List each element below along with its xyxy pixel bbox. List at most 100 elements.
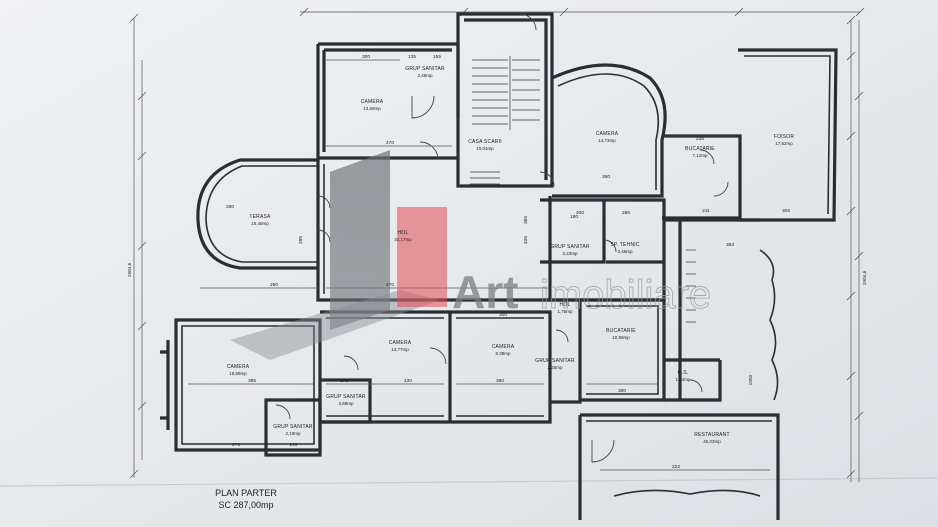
watermark-imobiliare-text: imobiliare <box>540 273 711 317</box>
room-hol-main: HOL 34,17mp <box>394 230 412 242</box>
watermark-red-block <box>397 207 447 307</box>
svg-text:155: 155 <box>433 54 441 60</box>
svg-text:10,01mp: 10,01mp <box>476 146 494 151</box>
svg-text:15,40mp: 15,40mp <box>251 221 269 226</box>
right-dimension-chain: 1904,6 <box>846 15 868 482</box>
watermark-logo: Art imobiliare <box>230 150 712 360</box>
plan-area-total: SC 287,00mp <box>218 500 273 510</box>
room-restaurant: RESTAURANT 46,03mp <box>694 432 730 444</box>
svg-text:180: 180 <box>570 214 578 220</box>
svg-text:GRUP SANITAR: GRUP SANITAR <box>273 424 313 430</box>
svg-text:405: 405 <box>523 236 529 244</box>
svg-text:211: 211 <box>702 208 710 214</box>
svg-text:305: 305 <box>782 208 790 214</box>
room-camera-small: CAMERA 8,38mp <box>492 344 515 356</box>
svg-text:300: 300 <box>499 312 507 318</box>
left-overall-dimension: 1904,6 <box>127 262 133 277</box>
svg-text:470: 470 <box>386 282 394 288</box>
room-foisor: FOISOR 17,62mp <box>774 134 795 146</box>
svg-text:300: 300 <box>618 388 626 394</box>
room-labels: CAMERA 13,69mp GRUP SANITAR 2,48mp CASA … <box>227 66 795 444</box>
svg-text:10,96mp: 10,96mp <box>612 335 630 340</box>
svg-text:200: 200 <box>576 210 584 216</box>
svg-text:250: 250 <box>270 282 278 288</box>
svg-text:3,68mp: 3,68mp <box>338 401 354 406</box>
room-terasa: TERASA 15,40mp <box>249 214 271 226</box>
svg-text:135: 135 <box>408 54 416 60</box>
right-overall-dimension: 1904,6 <box>862 270 868 285</box>
svg-text:GRUP SANITAR: GRUP SANITAR <box>535 358 575 364</box>
svg-text:SP. TEHNIC: SP. TEHNIC <box>610 242 640 248</box>
dimension-labels: 300 135 155 470 200 285 360 305 365 280 … <box>226 54 790 470</box>
room-casa-scarii: CASA SCARII 10,01mp <box>468 139 502 151</box>
svg-text:BUCATARIE: BUCATARIE <box>606 328 636 334</box>
plan-title: PLAN PARTER <box>215 488 277 498</box>
door-swings <box>275 13 729 463</box>
room-camera-left: CAMERA 18,69mp <box>227 364 250 376</box>
svg-text:285: 285 <box>622 210 630 216</box>
svg-text:17,62mp: 17,62mp <box>775 141 793 146</box>
svg-text:2,19mp: 2,19mp <box>285 431 301 436</box>
watermark-gray-shadow <box>230 290 440 360</box>
svg-text:295: 295 <box>298 236 304 244</box>
watermark-art-text: Art <box>452 266 518 318</box>
svg-text:CAMERA: CAMERA <box>389 340 412 346</box>
svg-text:3,23mp: 3,23mp <box>562 251 578 256</box>
room-bucatarie-mid: BUCATARIE 10,96mp <box>606 328 636 340</box>
svg-text:HOL: HOL <box>398 230 409 236</box>
svg-text:18,69mp: 18,69mp <box>229 371 247 376</box>
staircase <box>470 56 696 323</box>
svg-text:470: 470 <box>386 140 394 146</box>
room-grup-sanitar-bl2: GRUP SANITAR 2,19mp <box>273 424 313 436</box>
svg-text:CAMERA: CAMERA <box>596 131 619 137</box>
svg-text:34,17mp: 34,17mp <box>394 237 412 242</box>
svg-text:GRUP SANITAR: GRUP SANITAR <box>405 66 445 72</box>
svg-text:2,46mp: 2,46mp <box>617 249 633 254</box>
svg-text:1550: 1550 <box>748 374 754 385</box>
svg-text:145: 145 <box>289 442 297 448</box>
svg-text:BUCATARIE: BUCATARIE <box>685 146 715 152</box>
room-sp-tehnic: SP. TEHNIC 2,46mp <box>610 242 640 254</box>
svg-text:360: 360 <box>496 378 504 384</box>
room-gs-small: G.S. 1,24mp <box>675 370 691 382</box>
room-grup-sanitar-bl: GRUP SANITAR 3,68mp <box>326 394 365 406</box>
svg-text:FOISOR: FOISOR <box>774 134 795 140</box>
svg-text:CAMERA: CAMERA <box>361 99 384 105</box>
svg-text:280: 280 <box>226 204 234 210</box>
room-grup-sanitar-narrow: GRUP SANITAR 2,25mp <box>535 358 575 370</box>
room-hol-small: HOL 1,75mp <box>557 302 573 314</box>
svg-text:360: 360 <box>602 174 610 180</box>
watermark-gray-band <box>330 150 390 330</box>
svg-text:46,03mp: 46,03mp <box>703 439 721 444</box>
svg-text:7,12mp: 7,12mp <box>692 153 708 158</box>
svg-text:300: 300 <box>362 54 370 60</box>
svg-text:CAMERA: CAMERA <box>227 364 250 370</box>
svg-text:2,48mp: 2,48mp <box>417 73 433 78</box>
paper-fold <box>0 477 938 487</box>
svg-text:383: 383 <box>726 242 734 248</box>
room-camera-round: CAMERA 14,73mp <box>596 131 619 143</box>
room-camera-top: CAMERA 13,69mp <box>361 99 384 111</box>
room-grup-sanitar-top: GRUP SANITAR 2,48mp <box>405 66 445 78</box>
svg-text:175: 175 <box>340 378 348 384</box>
svg-text:CASA SCARII: CASA SCARII <box>468 139 502 145</box>
svg-text:236: 236 <box>696 136 704 142</box>
svg-text:14,73mp: 14,73mp <box>598 138 616 143</box>
room-camera-mid: CAMERA 13,77mp <box>389 340 412 352</box>
room-bucatarie-top: BUCATARIE 7,12mp <box>685 146 715 158</box>
svg-text:TERASA: TERASA <box>249 214 271 220</box>
svg-text:13,69mp: 13,69mp <box>363 106 381 111</box>
svg-text:CAMERA: CAMERA <box>492 344 515 350</box>
svg-text:G.S.: G.S. <box>678 370 689 376</box>
drawing-title: PLAN PARTER SC 287,00mp <box>215 488 277 510</box>
svg-text:222: 222 <box>672 464 680 470</box>
room-grup-sanitar-mid: GRUP SANITAR 3,23mp <box>550 244 590 256</box>
svg-text:RESTAURANT: RESTAURANT <box>694 432 730 438</box>
svg-text:HOL: HOL <box>560 302 571 308</box>
svg-text:8,38mp: 8,38mp <box>495 351 511 356</box>
svg-text:GRUP SANITAR: GRUP SANITAR <box>550 244 590 250</box>
svg-text:365: 365 <box>523 216 529 224</box>
